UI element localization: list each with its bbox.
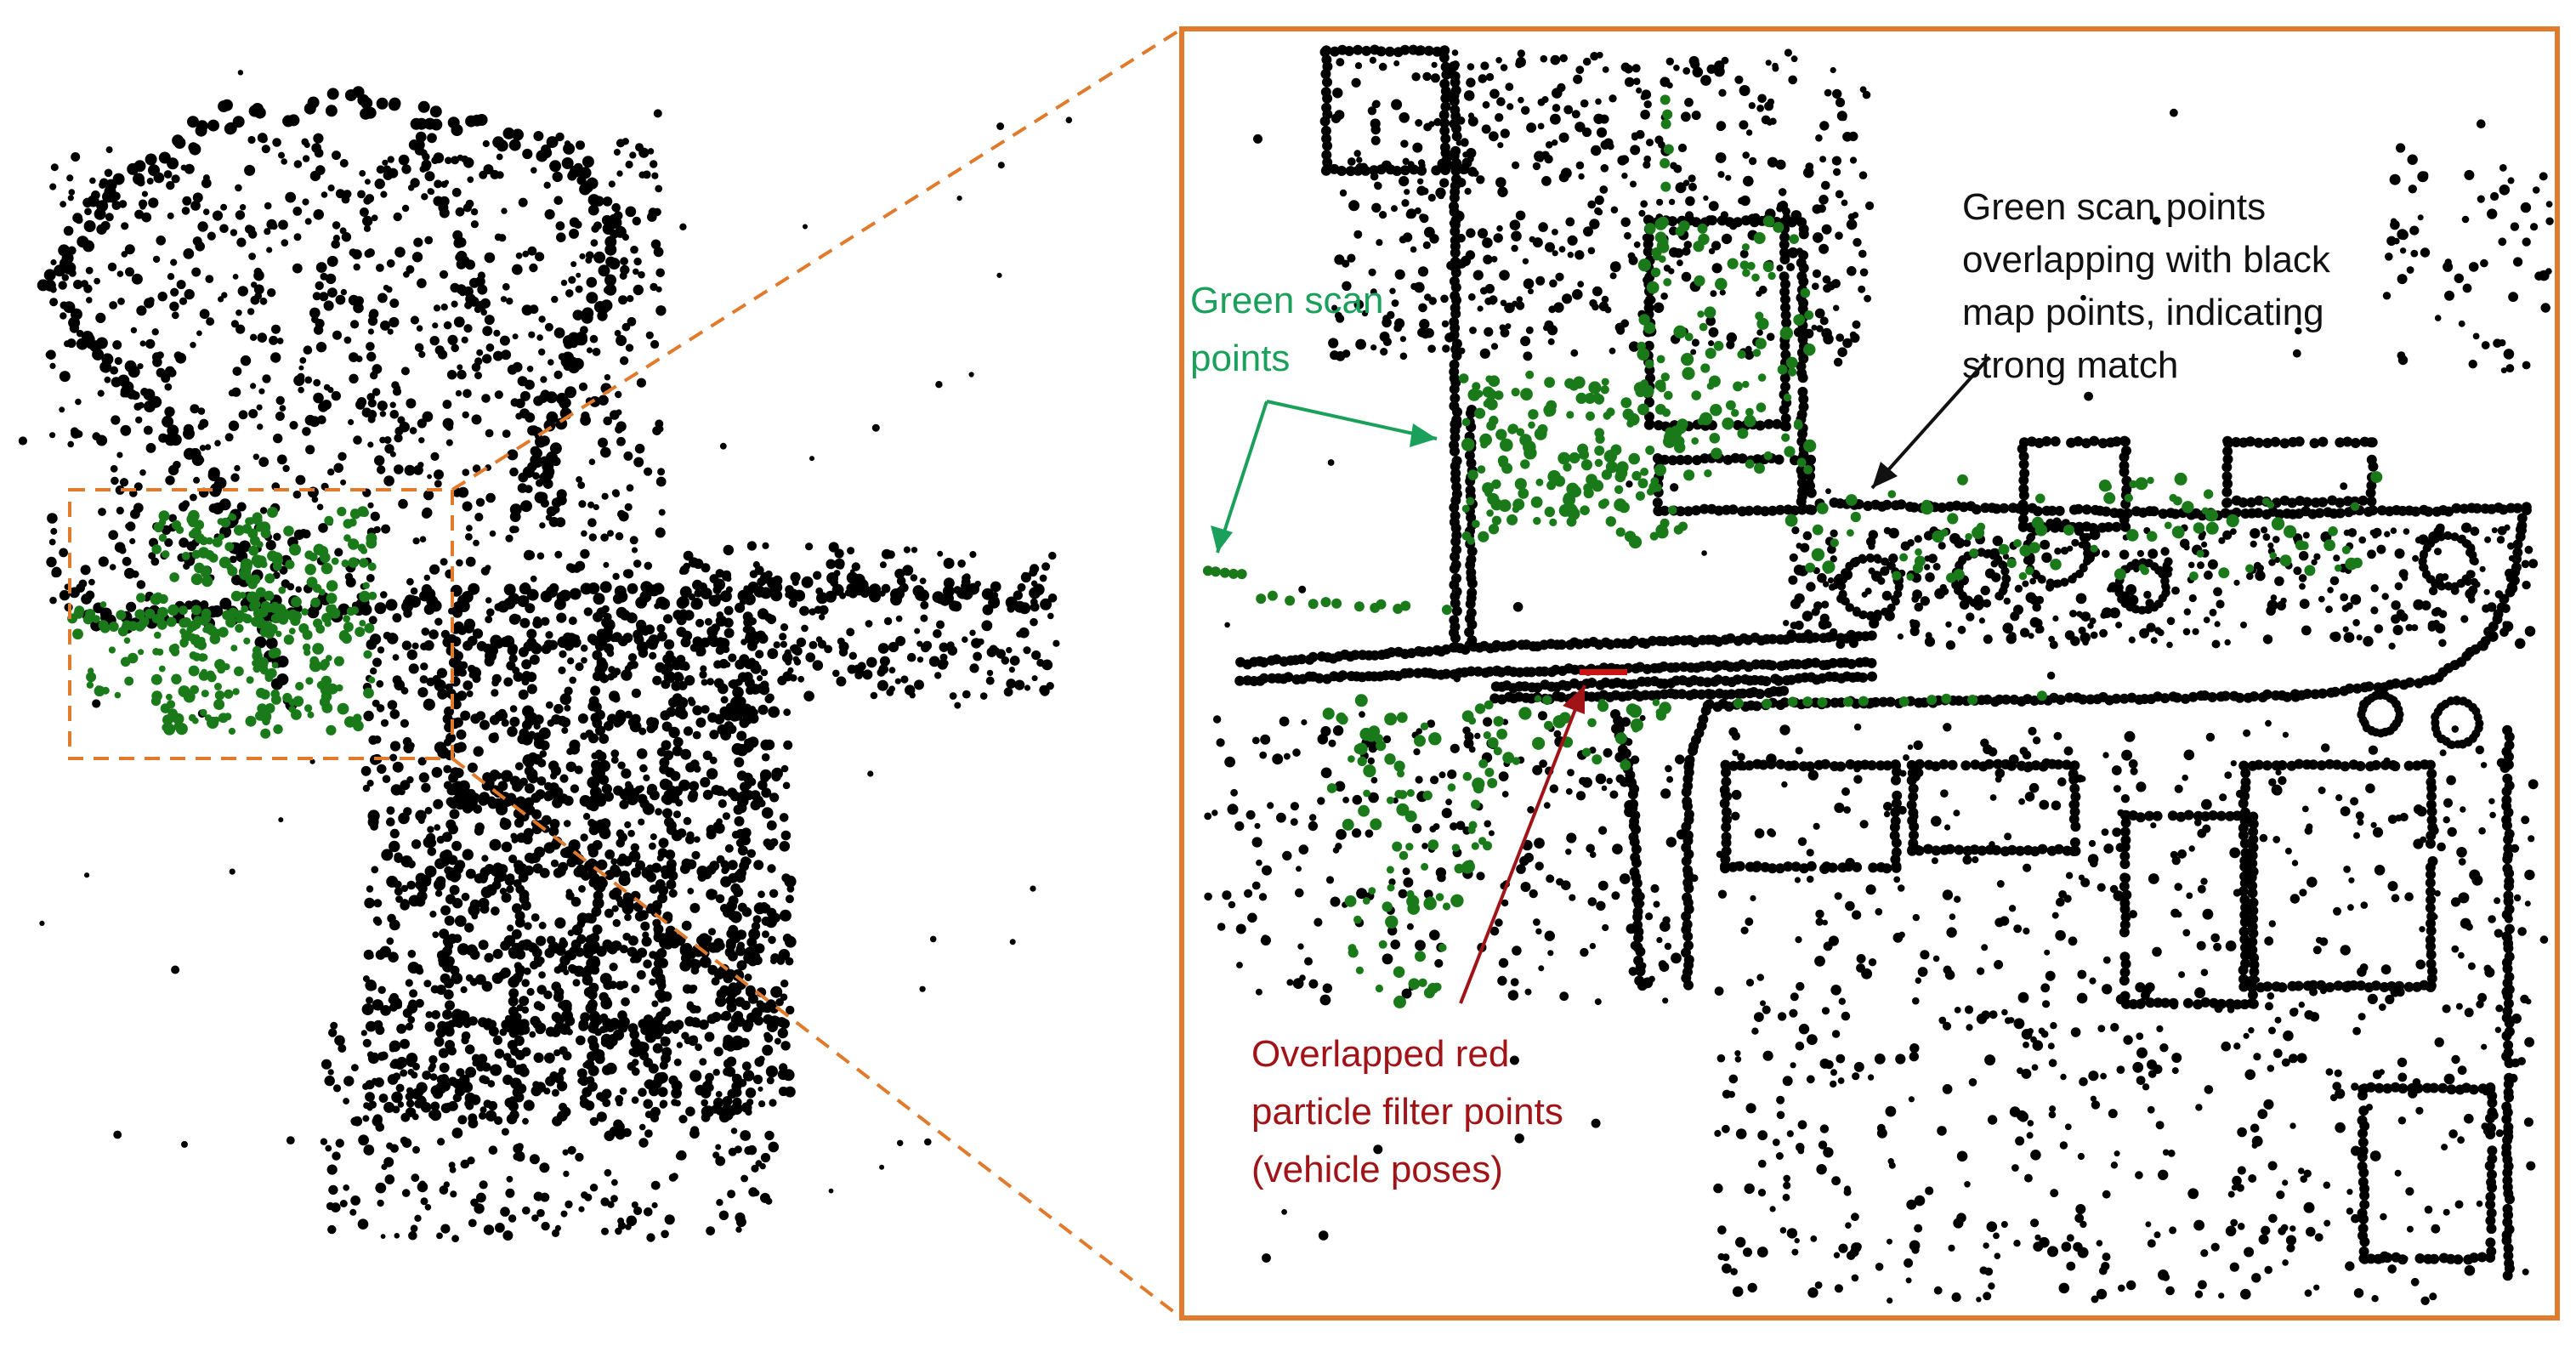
overview-scan-points xyxy=(67,506,377,739)
zoomed-panel: Green scan points Green scan points over… xyxy=(1179,26,2560,1320)
zoom-connector-bottom xyxy=(451,757,1183,1320)
particle-filter-points xyxy=(1580,669,1627,675)
arrowhead-black xyxy=(1872,462,1898,488)
zoomed-scan-points xyxy=(1202,94,2383,1008)
arrow-red xyxy=(1459,684,1586,1004)
red-particles-label: Overlapped red particle filter points (v… xyxy=(1251,1033,1574,1190)
zoomed-map-points xyxy=(1204,44,2554,1306)
arrow-black xyxy=(1870,355,1991,490)
zoom-connector-top xyxy=(451,27,1183,491)
strong-match-label: Green scan points overlapping with black… xyxy=(1962,186,2341,386)
arrowhead-red xyxy=(1563,685,1585,714)
arrow-green-2 xyxy=(1216,400,1268,554)
arrow-green-1 xyxy=(1266,400,1438,440)
green-scan-label: Green scan points xyxy=(1190,280,1394,379)
arrowhead-green-2 xyxy=(1211,525,1233,553)
overview-highlight-box xyxy=(68,488,454,760)
zoomed-panel-frame xyxy=(1179,26,2560,1320)
arrowhead-green-1 xyxy=(1410,423,1437,447)
